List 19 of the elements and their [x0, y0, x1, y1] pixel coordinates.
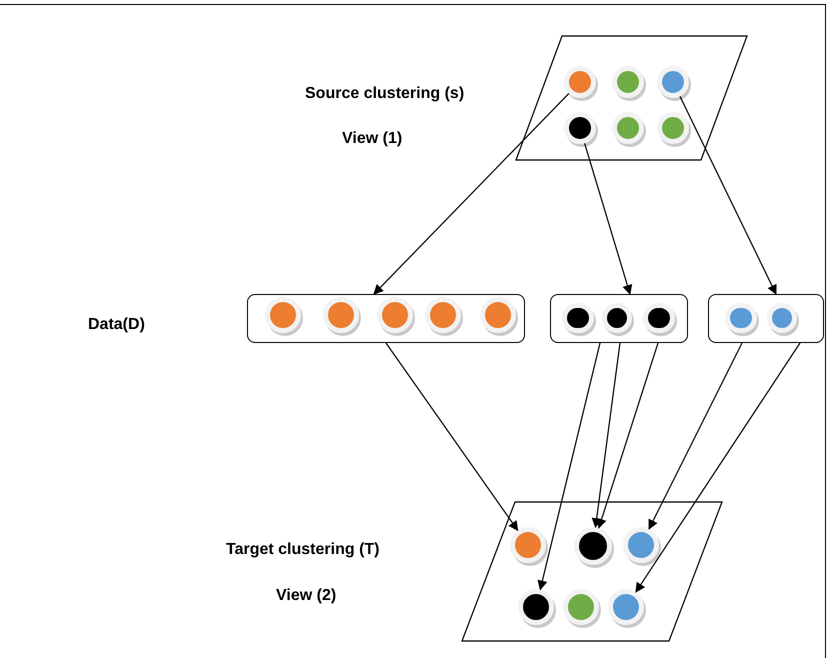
node-label: Target clustering (T) [226, 540, 380, 560]
group-box [247, 294, 525, 343]
arrow [592, 342, 621, 528]
arrow [648, 342, 743, 530]
node-label: View (2) [276, 586, 336, 606]
row-label: Data(D) [88, 315, 145, 335]
arrow [373, 93, 570, 295]
arrow [538, 342, 601, 590]
node-label: View (1) [342, 129, 402, 149]
arrow [386, 342, 518, 532]
parallelogram-frame [515, 35, 748, 161]
arrow [584, 143, 632, 295]
arrow [679, 96, 777, 295]
group-box [708, 294, 824, 343]
arrow [596, 342, 659, 529]
group-box [550, 294, 688, 343]
node-label: Source clustering (s) [305, 84, 464, 104]
arrow [635, 342, 800, 593]
parallelogram-frame [461, 501, 723, 642]
